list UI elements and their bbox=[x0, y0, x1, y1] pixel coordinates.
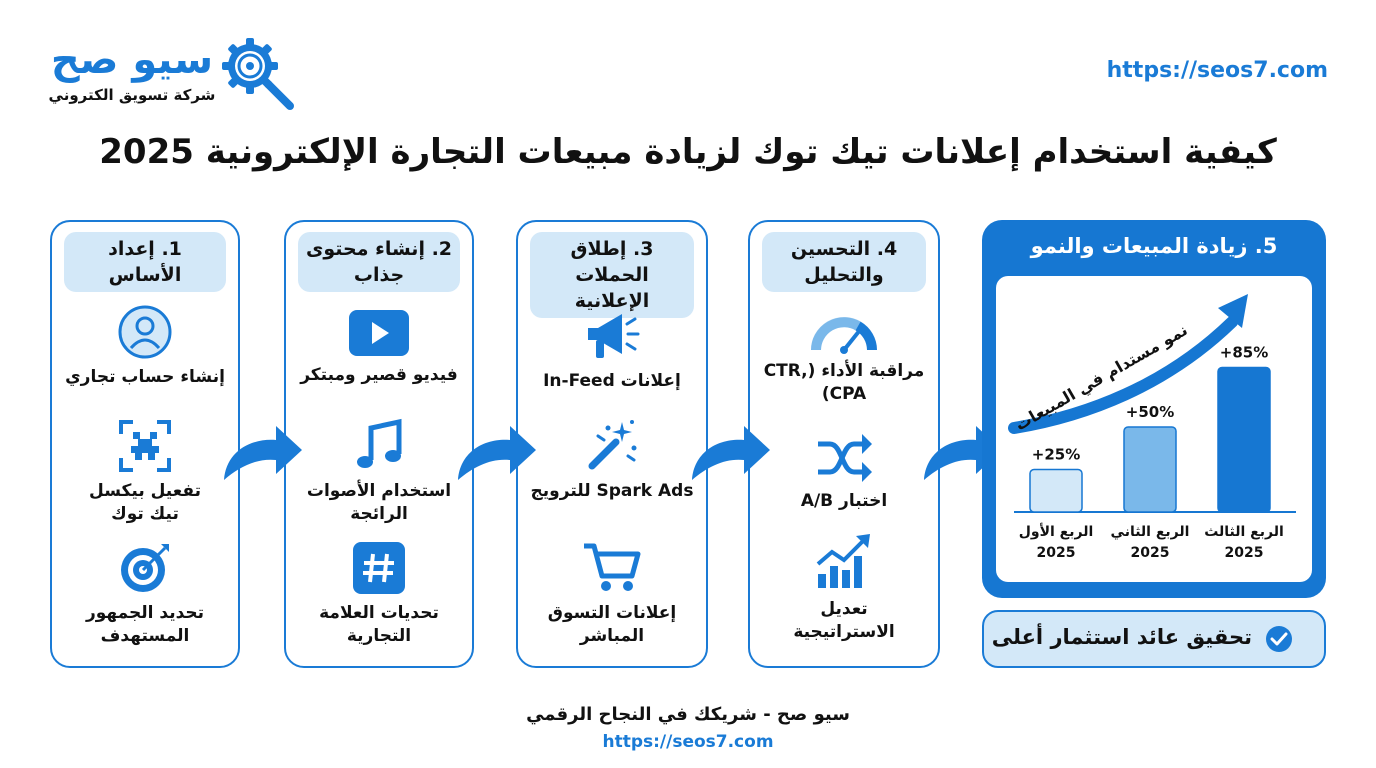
connector-arrow-icon bbox=[224, 426, 302, 480]
step-item: استخدام الأصوات الرائجة bbox=[286, 418, 472, 526]
bar-value-label: +85% bbox=[1220, 344, 1268, 362]
step-item-label: فيديو قصير ومبتكر bbox=[300, 365, 458, 385]
brand-name: سيو صح bbox=[50, 37, 214, 83]
connector-arrow-icon bbox=[692, 426, 770, 480]
gauge-icon bbox=[811, 317, 877, 354]
step-heading: 1. إعداد الأساس bbox=[64, 232, 226, 292]
step-item: مراقبة الأداء (CTR, CPA) bbox=[750, 312, 938, 406]
step-item-label: Spark Ads للترويج bbox=[530, 481, 694, 501]
target-icon bbox=[121, 544, 169, 592]
step-item: فيديو قصير ومبتكر bbox=[286, 308, 472, 387]
brand-logo: سيو صح شركة تسويق الكتروني bbox=[44, 32, 304, 114]
roi-badge: تحقيق عائد استثمار أعلى bbox=[982, 610, 1326, 668]
step-heading: 4. التحسين والتحليل bbox=[762, 232, 926, 292]
connector-arrow-icon bbox=[458, 426, 536, 480]
step-item-label: تعديل الاستراتيجية bbox=[793, 599, 895, 642]
step-card-2: 2. إنشاء محتوى جذاب فيديو قصير ومبتكر اس… bbox=[284, 220, 474, 668]
step-item: إعلانات In-Feed bbox=[518, 308, 706, 393]
step-heading: 2. إنشاء محتوى جذاب bbox=[298, 232, 460, 292]
shopping-cart-icon bbox=[584, 543, 641, 591]
pixel-scan-icon bbox=[119, 420, 171, 472]
bar-value-label: +50% bbox=[1126, 403, 1174, 421]
page-title: كيفية استخدام إعلانات تيك توك لزيادة مبي… bbox=[99, 132, 1277, 172]
brand-tagline: شركة تسويق الكتروني bbox=[48, 86, 216, 104]
category-label: 2025 bbox=[1225, 545, 1264, 561]
music-note-icon bbox=[357, 418, 402, 468]
step-item-label: إنشاء حساب تجاري bbox=[65, 367, 225, 387]
step-item: إنشاء حساب تجاري bbox=[52, 304, 238, 389]
category-label: 2025 bbox=[1131, 545, 1170, 561]
step-item: تفعيل بيكسل تيك توك bbox=[52, 418, 238, 526]
roi-text: تحقيق عائد استثمار أعلى bbox=[991, 625, 1252, 649]
trend-arrow-head bbox=[1218, 294, 1248, 328]
footer-tagline: سيو صح - شريكك في النجاح الرقمي bbox=[526, 704, 850, 725]
step-item: تحديات العلامة التجارية bbox=[286, 540, 472, 648]
step-card-4: 4. التحسين والتحليل مراقبة الأداء (CTR, … bbox=[748, 220, 940, 668]
step-item-label: تحديد الجمهور المستهدف bbox=[85, 603, 205, 646]
growth-chart-icon bbox=[816, 534, 870, 588]
step-item-label: تحديات العلامة التجارية bbox=[319, 603, 439, 646]
step-heading: 5. زيادة المبيعات والنمو bbox=[1030, 234, 1278, 258]
growth-chart-svg: نمو مستدام في المبيعات +25%الربع الأول20… bbox=[1008, 294, 1296, 561]
bar bbox=[1217, 366, 1271, 513]
hashtag-icon bbox=[353, 542, 405, 594]
site-url[interactable]: https://seos7.com bbox=[1106, 58, 1328, 83]
step-item-label: تفعيل بيكسل تيك توك bbox=[89, 481, 201, 524]
check-circle-icon bbox=[1266, 626, 1292, 652]
step-item-label: استخدام الأصوات الرائجة bbox=[306, 481, 452, 524]
step-item: إعلانات التسوق المباشر bbox=[518, 540, 706, 648]
footer-url[interactable]: https://seos7.com bbox=[602, 732, 774, 752]
magic-wand-icon bbox=[588, 420, 637, 470]
megaphone-icon bbox=[588, 314, 640, 358]
category-label: الربع الأول bbox=[1019, 523, 1094, 540]
step-item-label: اختبار A/B bbox=[800, 491, 888, 511]
step-heading: 3. إطلاق الحملات الإعلانية bbox=[530, 232, 694, 318]
step-item-label: إعلانات In-Feed bbox=[543, 371, 681, 391]
step-item-label: مراقبة الأداء (CTR, CPA) bbox=[763, 361, 925, 404]
category-label: الربع الثاني bbox=[1111, 524, 1190, 540]
step-item: تعديل الاستراتيجية bbox=[750, 532, 938, 644]
step-card-1: 1. إعداد الأساس إنشاء حساب تجاري تفعيل ب… bbox=[50, 220, 240, 668]
bar bbox=[1123, 426, 1177, 513]
category-label: الربع الثالث bbox=[1204, 524, 1284, 540]
user-profile-icon bbox=[118, 305, 172, 359]
step-item: اختبار A/B bbox=[750, 432, 938, 513]
shuffle-icon bbox=[818, 434, 872, 482]
step-card-5: 5. زيادة المبيعات والنمو نمو مستدام في ا… bbox=[982, 220, 1326, 598]
bar bbox=[1029, 468, 1083, 513]
step-item: Spark Ads للترويج bbox=[518, 418, 706, 503]
step-item-label: إعلانات التسوق المباشر bbox=[547, 603, 677, 646]
step-item: تحديد الجمهور المستهدف bbox=[52, 540, 238, 648]
play-video-icon bbox=[349, 310, 409, 356]
gear-magnifier-icon bbox=[222, 38, 294, 110]
bar-value-label: +25% bbox=[1032, 446, 1080, 464]
category-label: 2025 bbox=[1037, 545, 1076, 561]
step-card-3: 3. إطلاق الحملات الإعلانية إعلانات In-Fe… bbox=[516, 220, 708, 668]
